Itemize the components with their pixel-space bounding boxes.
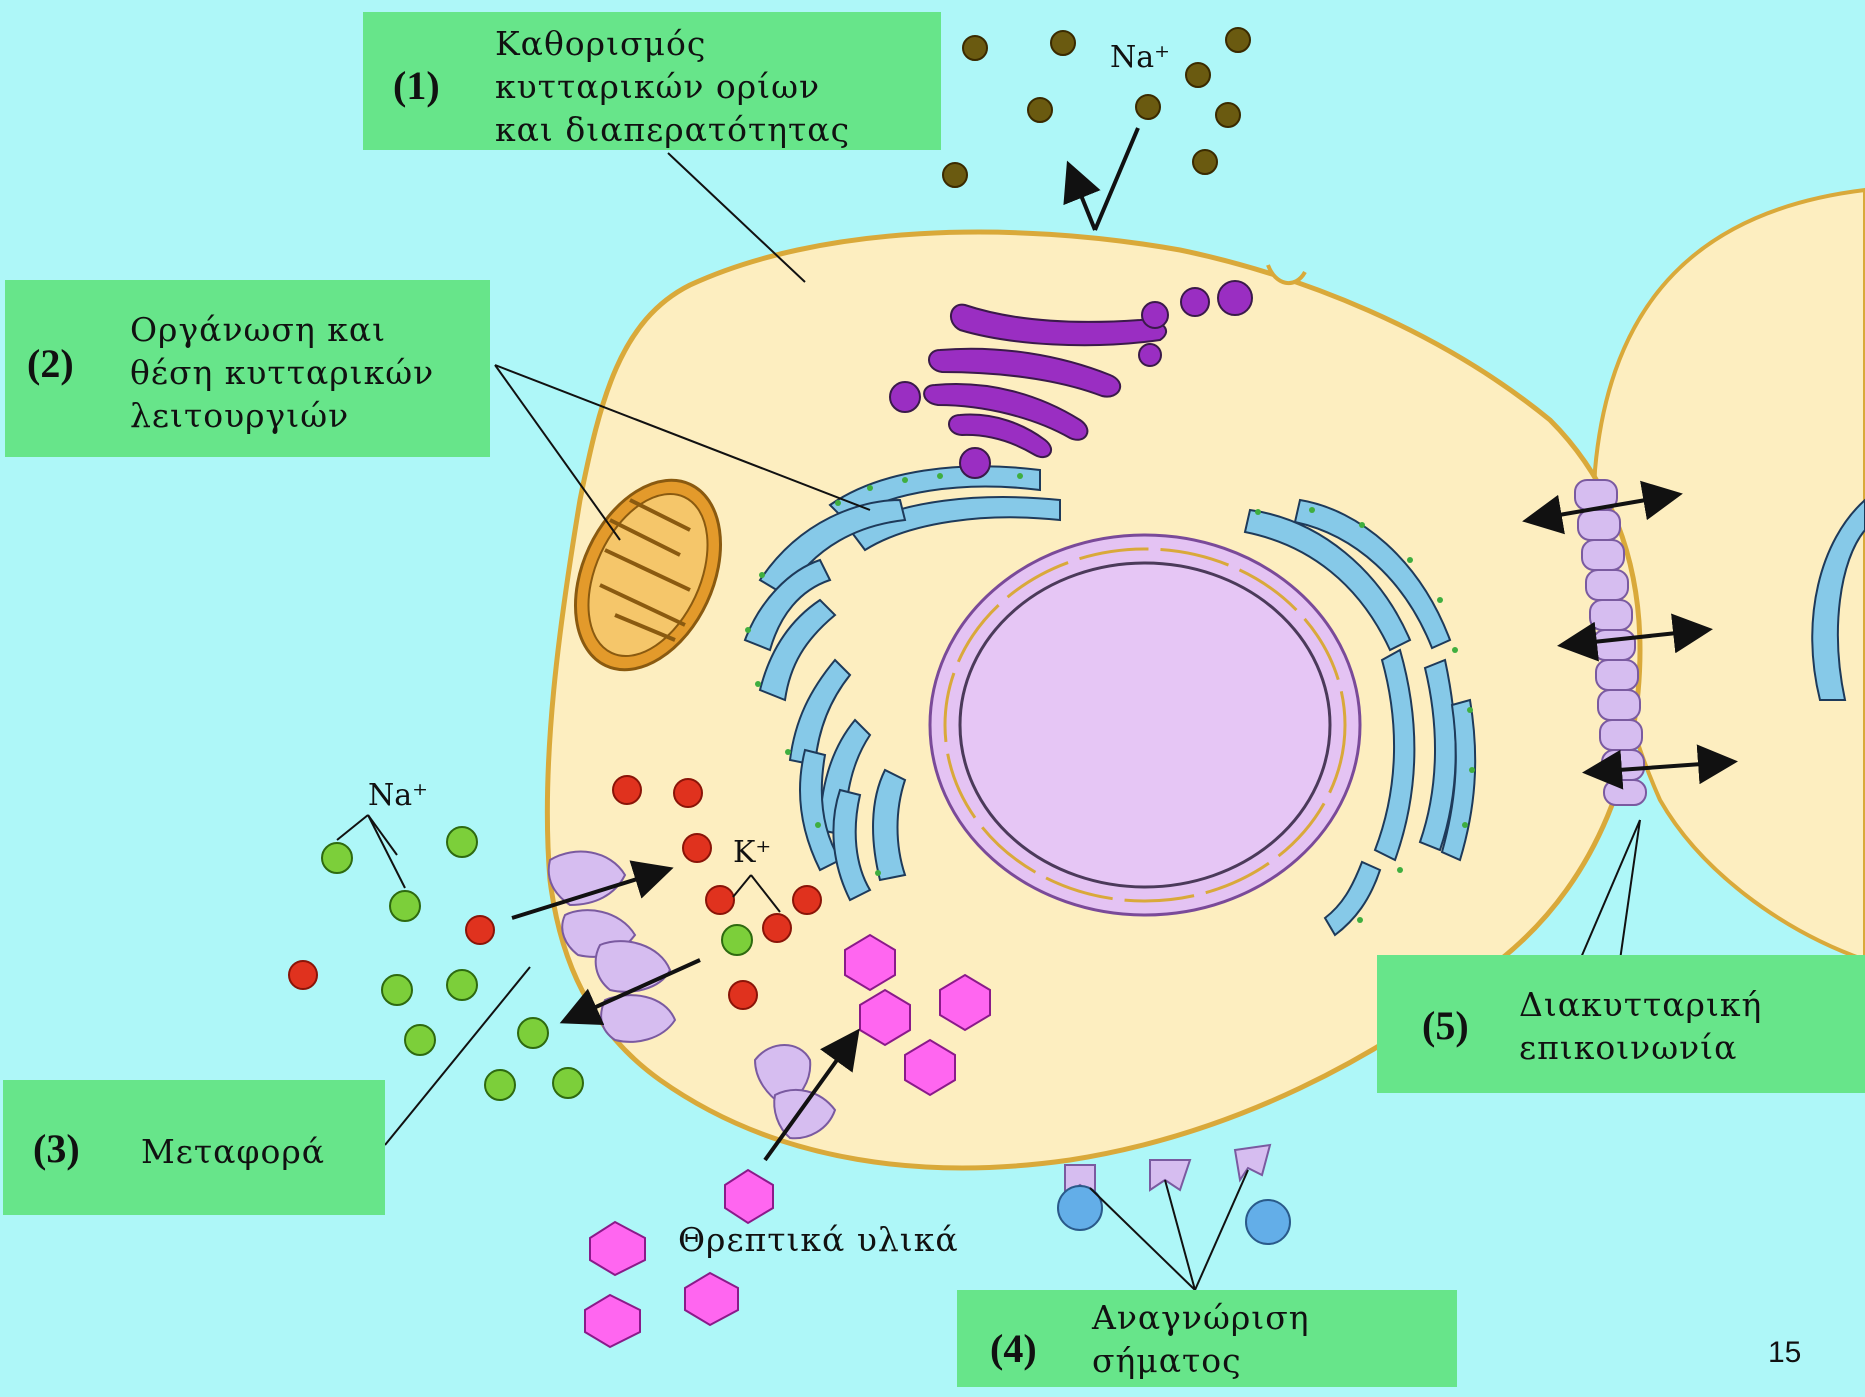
- label-1-line-2: κυτταρικών ορίων: [495, 65, 850, 108]
- label-1-line-1: Καθορισμός: [495, 22, 850, 65]
- page-number: 15: [1768, 1336, 1801, 1370]
- label-number-2: (2): [27, 340, 74, 387]
- label-box-3: (3) Μεταφορά: [3, 1080, 385, 1215]
- nutrients-label: Θρεπτικά υλικά: [678, 1218, 959, 1261]
- label-2-line-1: Οργάνωση και: [130, 308, 434, 351]
- sodium-label-left: Na⁺: [368, 778, 428, 813]
- label-4-line-2: σήματος: [1092, 1339, 1310, 1382]
- label-box-1: (1) Καθορισμός κυτταρικών ορίων και διαπ…: [363, 12, 941, 150]
- label-box-5: (5) Διακυτταρική επικοινωνία: [1377, 955, 1865, 1093]
- label-text-4: Αναγνώριση σήματος: [1092, 1296, 1310, 1382]
- label-text-1: Καθορισμός κυτταρικών ορίων και διαπερατ…: [495, 22, 850, 151]
- label-box-2: (2) Οργάνωση και θέση κυτταρικών λειτουρ…: [5, 280, 490, 457]
- label-5-line-1: Διακυτταρική: [1519, 983, 1762, 1026]
- nucleus: [960, 563, 1330, 887]
- label-2-line-2: θέση κυτταρικών: [130, 351, 434, 394]
- potassium-label: K⁺: [733, 835, 771, 870]
- sodium-label-top: Na⁺: [1110, 40, 1170, 75]
- label-3-line-1: Μεταφορά: [141, 1130, 325, 1173]
- label-box-4: (4) Αναγνώριση σήματος: [957, 1290, 1457, 1387]
- label-text-5: Διακυτταρική επικοινωνία: [1519, 983, 1762, 1069]
- label-number-3: (3): [33, 1125, 80, 1172]
- label-4-line-1: Αναγνώριση: [1092, 1296, 1310, 1339]
- label-text-3: Μεταφορά: [141, 1130, 325, 1173]
- label-2-line-3: λειτουργιών: [130, 394, 434, 437]
- label-number-1: (1): [393, 62, 440, 109]
- sodium-ions-top: [943, 28, 1250, 187]
- label-text-2: Οργάνωση και θέση κυτταρικών λειτουργιών: [130, 308, 434, 437]
- label-1-line-3: και διαπερατότητας: [495, 108, 850, 151]
- label-number-4: (4): [990, 1325, 1037, 1372]
- label-5-line-2: επικοινωνία: [1519, 1026, 1762, 1069]
- label-number-5: (5): [1422, 1002, 1469, 1049]
